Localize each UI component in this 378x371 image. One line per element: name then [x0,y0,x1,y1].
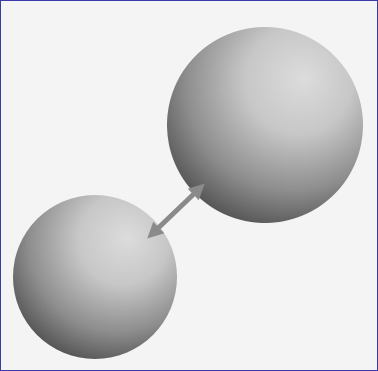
small-sphere [13,195,177,359]
double-headed-arrow-icon [153,189,199,233]
